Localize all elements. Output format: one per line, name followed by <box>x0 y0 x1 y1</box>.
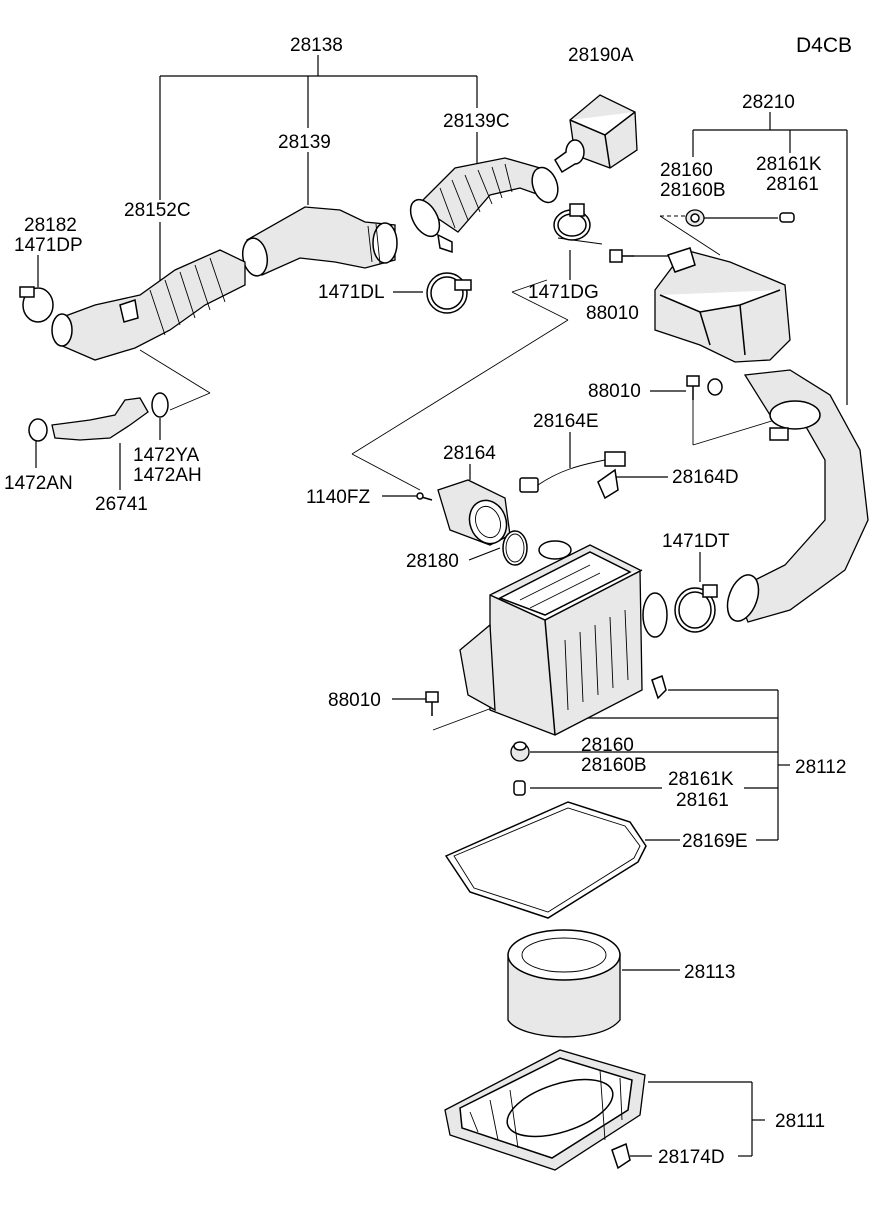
label-28210: 28210 <box>742 92 795 113</box>
label-1471DP: 1471DP <box>14 235 83 256</box>
clip-28174D <box>611 1142 631 1170</box>
bolt-88010-b <box>686 375 723 400</box>
label-28161-top: 28161 <box>766 174 819 195</box>
label-28160-top: 28160 <box>660 160 713 181</box>
label-88010-b: 88010 <box>588 381 641 402</box>
label-26741: 26741 <box>95 494 148 515</box>
clamp-1471DG <box>553 203 591 241</box>
label-1471DG: 1471DG <box>528 282 599 303</box>
hose-26741 <box>51 397 149 441</box>
label-28190A: 28190A <box>568 45 634 66</box>
clamp-28182 <box>19 286 54 323</box>
label-1472YA: 1472YA <box>133 445 200 466</box>
label-88010-a: 88010 <box>586 303 639 324</box>
label-1472AH: 1472AH <box>133 465 202 486</box>
label-28152C: 28152C <box>124 200 191 221</box>
wire-harness-28164E <box>519 451 626 493</box>
label-28139C: 28139C <box>443 111 510 132</box>
clamp-1471DL <box>426 272 472 314</box>
duct-hose-lower <box>726 369 869 623</box>
label-28138: 28138 <box>290 35 343 56</box>
label-1471DT: 1471DT <box>662 531 730 552</box>
leader-lines <box>35 55 848 1157</box>
bracket-28164D <box>597 468 619 500</box>
label-28180: 28180 <box>406 551 459 572</box>
lower-case-28111 <box>444 1049 646 1171</box>
label-28160B-top: 28160B <box>660 180 726 201</box>
label-28161K-top: 28161K <box>756 154 822 175</box>
label-28160B-bottom: 28160B <box>581 755 647 776</box>
hose-28152C <box>51 249 246 361</box>
engine-code: D4CB <box>796 34 852 57</box>
label-28182: 28182 <box>24 215 77 236</box>
pin-28161-bottom <box>513 780 526 796</box>
air-cleaner-case-28112 <box>459 540 668 736</box>
resonator-28190A <box>554 94 638 174</box>
gasket-28169E <box>444 801 647 919</box>
label-28113: 28113 <box>684 962 735 983</box>
label-28164D: 28164D <box>672 467 739 488</box>
air-duct-28210 <box>654 247 791 363</box>
label-28161-bottom: 28161 <box>676 790 729 811</box>
part-labels: D4CB 28138 28190A 28210 28139 28139C 281… <box>4 34 852 1168</box>
bolt-88010-c <box>425 691 439 716</box>
label-28164: 28164 <box>443 443 496 464</box>
pipe-28139 <box>241 206 398 277</box>
label-28174D: 28174D <box>658 1147 725 1168</box>
pin-28161-top <box>779 212 795 223</box>
label-28164E: 28164E <box>533 411 599 432</box>
clamp-1472AN <box>28 418 48 442</box>
label-28169E: 28169E <box>682 831 748 852</box>
hose-28139C <box>409 157 559 254</box>
label-1140FZ: 1140FZ <box>306 487 370 508</box>
label-28112: 28112 <box>795 757 846 778</box>
maf-sensor-28164 <box>437 479 511 546</box>
clamp-1472YA <box>151 392 169 418</box>
label-1472AN: 1472AN <box>4 473 73 494</box>
label-28161K-bottom: 28161K <box>668 769 734 790</box>
label-28111: 28111 <box>775 1111 825 1132</box>
label-28139: 28139 <box>278 132 331 153</box>
label-1471DL: 1471DL <box>318 282 385 303</box>
label-88010-c: 88010 <box>328 690 381 711</box>
bolt-88010-a <box>609 249 634 263</box>
grommet-28160-top <box>685 209 705 227</box>
clamp-1471DT <box>674 584 718 633</box>
label-28160-bottom: 28160 <box>581 735 634 756</box>
oring-28180 <box>502 530 528 566</box>
filter-element-28113 <box>507 929 621 1038</box>
screw-1140FZ <box>416 492 433 501</box>
grommet-28160-bottom <box>510 741 530 762</box>
